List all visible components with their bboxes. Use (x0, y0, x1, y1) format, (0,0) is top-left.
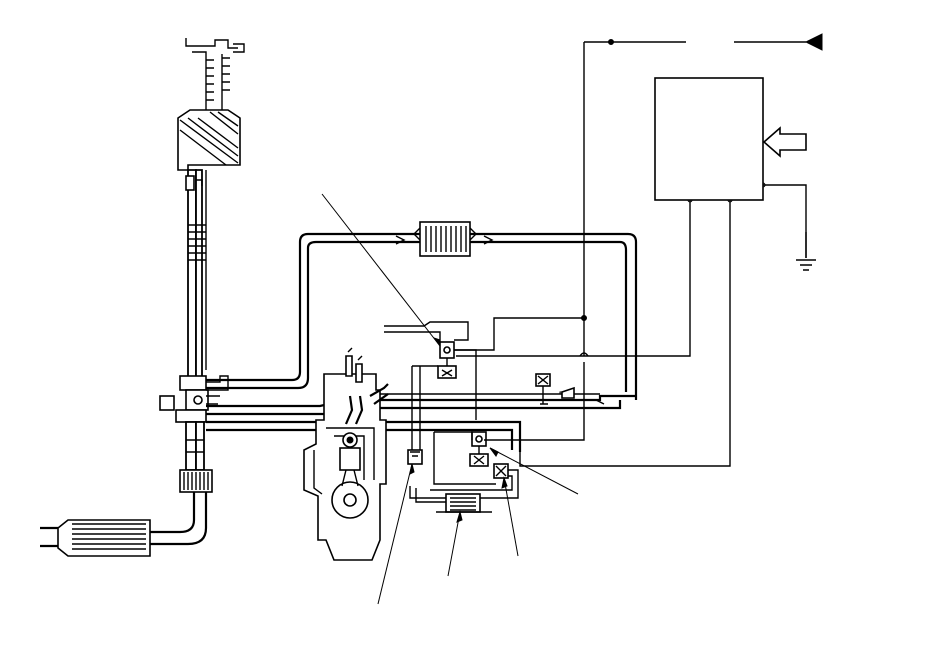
throttle-body (159, 375, 229, 423)
hose-connectors (395, 235, 605, 405)
battery-terminal-icon (804, 33, 823, 51)
pressure-sensor (409, 463, 519, 499)
input-arrow-icon (762, 126, 807, 158)
ground-icon (796, 232, 816, 271)
intake-nozzle (344, 347, 389, 425)
canister-filter (413, 221, 477, 257)
engine-block (303, 373, 387, 561)
right-side-components (535, 373, 575, 404)
main-vacuum-lines (206, 391, 636, 452)
intake-pipe-vertical (185, 169, 207, 379)
callout-leaders (321, 193, 579, 605)
charcoal-canister (415, 488, 492, 513)
air-intake-duct (185, 38, 245, 118)
right-vsv (433, 431, 496, 485)
wiring (454, 39, 807, 467)
ecu-box (654, 77, 764, 201)
upper-vsv (384, 321, 477, 420)
catalytic-converter (40, 519, 151, 557)
exhaust-pipe (150, 421, 213, 546)
left-check-valve (407, 365, 438, 465)
upper-hose-loop (206, 232, 638, 400)
air-cleaner (177, 109, 241, 171)
